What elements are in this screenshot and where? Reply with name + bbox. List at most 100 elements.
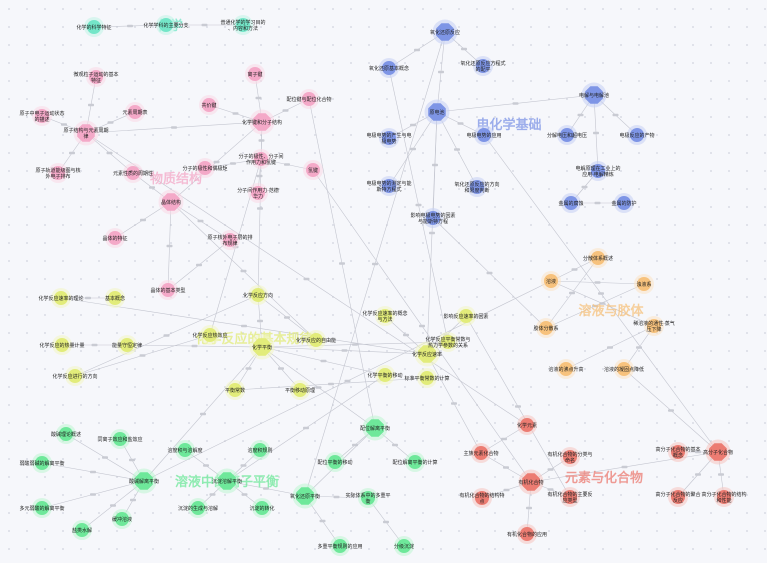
node-b15[interactable]: 金属的防护 xyxy=(611,193,637,213)
node-g3[interactable]: 弱酸弱碱的解离平衡 xyxy=(19,453,65,473)
node-b13[interactable]: 电解原理在工业上的应用·电解精炼 xyxy=(575,161,621,181)
node-r8[interactable]: 高分子化合物 xyxy=(703,439,733,465)
node-r6[interactable]: 有机化合物的主要反应类型 xyxy=(547,487,593,507)
node-t1[interactable]: 化学的科学特征 xyxy=(76,17,112,37)
node-p1[interactable]: 原子结构与元素周期律 xyxy=(63,120,109,146)
node-g12[interactable]: 沉淀的转化 xyxy=(249,498,275,518)
node-g17[interactable]: 实际体系中的多重平衡 xyxy=(345,488,391,508)
node-y1[interactable]: 化学反应方向 xyxy=(243,285,273,305)
node-p5[interactable]: 原子轨道能级图与核外电子排布 xyxy=(35,163,81,183)
node-p12[interactable]: 分子的极性和偶极矩 xyxy=(182,158,228,178)
node-p4[interactable]: 元素周期表 xyxy=(122,102,148,122)
node-g16[interactable]: 氧化还原平衡 xyxy=(290,483,320,509)
node-b8[interactable]: 氧化还原反应的方向和限度判断 xyxy=(454,177,500,197)
node-y9[interactable]: 化学反应热效应 xyxy=(192,325,228,345)
node-r10[interactable]: 高分子化合物的聚合反应 xyxy=(655,487,701,507)
node-b9[interactable]: 影响电极电势的因素与能斯特方程 xyxy=(410,208,456,228)
node-r11[interactable]: 高分子化合物的结构和性能 xyxy=(701,487,747,507)
node-r5[interactable]: 有机化合物的结构特点 xyxy=(459,488,505,508)
node-o2[interactable]: 分散体系概述 xyxy=(583,248,613,268)
node-y15[interactable]: 化学反应速率的理论 xyxy=(38,288,84,308)
node-b6[interactable]: 电极电势的应用 xyxy=(466,125,502,145)
node-p15[interactable]: 晶体结构 xyxy=(158,189,184,215)
node-y16[interactable]: 标准平衡常数的计算 xyxy=(404,368,450,388)
edge-label-98 xyxy=(451,402,457,405)
node-label: 共价键 xyxy=(201,102,216,109)
node-g4[interactable]: 同离子效应和盐效应 xyxy=(97,429,143,449)
node-o1[interactable]: 溶液 xyxy=(541,271,561,291)
node-r2[interactable]: 化学元素 xyxy=(517,415,537,435)
node-r4[interactable]: 有机化合物的分类与命名 xyxy=(547,447,593,467)
node-y17[interactable]: 化学反应平衡常数与热力学参数的关系 xyxy=(425,332,471,352)
node-g14[interactable]: 配位解离平衡的计算 xyxy=(392,452,438,472)
node-b10[interactable]: 电解与电解池 xyxy=(579,82,609,108)
node-b14[interactable]: 金属的腐蚀 xyxy=(558,193,584,213)
node-p14[interactable]: 氢键 xyxy=(303,160,323,180)
node-g2[interactable]: 酸碱解离平衡 xyxy=(129,468,159,494)
node-p2[interactable]: 微观粒子运动的基本特征 xyxy=(73,67,119,87)
node-label: 化学反应速率的理论 xyxy=(38,295,83,302)
node-g7[interactable]: 盐类水解 xyxy=(72,520,92,540)
node-g8[interactable]: 沉淀溶解平衡 xyxy=(212,468,242,494)
node-g18[interactable]: 多重平衡规则的应用 xyxy=(317,536,363,556)
node-r9[interactable]: 高分子化合物的基本概念 xyxy=(655,442,701,462)
node-b11[interactable]: 分解电压和超电压 xyxy=(547,125,587,145)
node-y2[interactable]: 化学反应速率 xyxy=(412,341,442,367)
node-y4[interactable]: 化学反应速率的概念与方法 xyxy=(362,306,408,326)
node-o3[interactable]: 胶体分散系 xyxy=(533,318,559,338)
node-r1[interactable]: 主族元素化合物 xyxy=(463,443,499,463)
node-p9[interactable]: 化学键和分子结构 xyxy=(242,109,282,135)
node-b5[interactable]: 电极电势的产生与电极电势 xyxy=(366,128,412,148)
node-b2[interactable]: 氧化还原基本概念 xyxy=(369,58,409,78)
node-b1[interactable]: 氧化还原反应 xyxy=(430,19,460,45)
node-label: 有机化合物的主要反应类型 xyxy=(547,491,592,504)
node-b7[interactable]: 电极电势的测定与能斯特方程式 xyxy=(366,176,412,196)
node-r3[interactable]: 有机化合物 xyxy=(518,469,544,495)
node-g9[interactable]: 溶度积与溶解度 xyxy=(167,440,203,460)
node-o5[interactable]: 稀溶液的通性·蒸气压下降 xyxy=(633,316,675,336)
node-p10[interactable]: 配位键与配位化合物 xyxy=(286,89,332,109)
node-p7[interactable]: 共价键 xyxy=(199,95,219,115)
node-g15[interactable]: 配位平衡的移动 xyxy=(317,452,353,472)
node-o7[interactable]: 溶液的凝固点降低 xyxy=(604,359,644,379)
node-p17[interactable]: 原子核外电子层的排布规律 xyxy=(207,230,253,250)
node-shape xyxy=(51,166,65,180)
node-y8[interactable]: 化学反应的热量计量 xyxy=(39,335,85,355)
node-g6[interactable]: 多元弱酸的解离平衡 xyxy=(19,498,65,518)
node-shape xyxy=(474,446,488,460)
node-o4[interactable]: 浊液系 xyxy=(634,274,654,294)
node-y5[interactable]: 影响反应速率的因素 xyxy=(443,306,489,326)
node-y7[interactable]: 能量守恒定律 xyxy=(112,335,142,355)
node-g13[interactable]: 配位解离平衡 xyxy=(360,415,390,441)
node-p16[interactable]: 晶体的特征 xyxy=(102,228,128,248)
node-y3[interactable]: 化学平衡 xyxy=(249,334,275,360)
node-o6[interactable]: 溶液的沸点升高 xyxy=(548,359,584,379)
node-p18[interactable]: 晶体的基本类型 xyxy=(150,280,186,300)
node-p3[interactable]: 原子中电子运动状态的描述 xyxy=(19,106,65,126)
node-y13[interactable]: 平衡移动原理 xyxy=(285,380,315,400)
node-p6[interactable]: 元素性质的周期性 xyxy=(113,163,153,183)
node-g19[interactable]: 分级沉淀 xyxy=(394,536,414,556)
node-g1[interactable]: 酸碱理论概述 xyxy=(51,424,81,444)
node-t2[interactable]: 化学学科的主要分支 xyxy=(143,15,189,35)
node-y6[interactable]: 化学平衡的移动 xyxy=(367,365,403,385)
node-label: 电解原理在工业上的应用·电解精炼 xyxy=(575,165,620,178)
node-b4[interactable]: 原电池 xyxy=(424,99,450,125)
node-y11[interactable]: 化学反应的自由能 xyxy=(296,330,336,350)
node-p8[interactable]: 离子键 xyxy=(245,64,265,84)
node-g5[interactable]: 缓冲溶液 xyxy=(112,509,132,529)
node-b3[interactable]: 氧化还原反应方程式的配平 xyxy=(460,56,506,76)
node-label: 化学反应的自由能 xyxy=(296,337,336,344)
node-shape xyxy=(228,383,242,397)
node-r7[interactable]: 有机化合物的应用 xyxy=(507,524,547,544)
node-g10[interactable]: 溶度积规则 xyxy=(247,440,273,460)
node-y14[interactable]: 基本概念 xyxy=(105,288,125,308)
node-g11[interactable]: 沉淀的生成与溶解 xyxy=(178,498,218,518)
node-p13[interactable]: 分子间作用力·范德华力 xyxy=(237,183,279,203)
node-p11[interactable]: 分子的极性、分子间作用力和氢键 xyxy=(238,149,284,169)
edge-label-42 xyxy=(257,319,263,323)
node-y10[interactable]: 化学反应进行的方向 xyxy=(52,366,98,386)
node-t3[interactable]: 普通化学的学习目的、内容和方法 xyxy=(220,15,266,35)
node-y12[interactable]: 平衡常数 xyxy=(225,380,245,400)
node-b12[interactable]: 电极反应的产物 xyxy=(619,125,655,145)
